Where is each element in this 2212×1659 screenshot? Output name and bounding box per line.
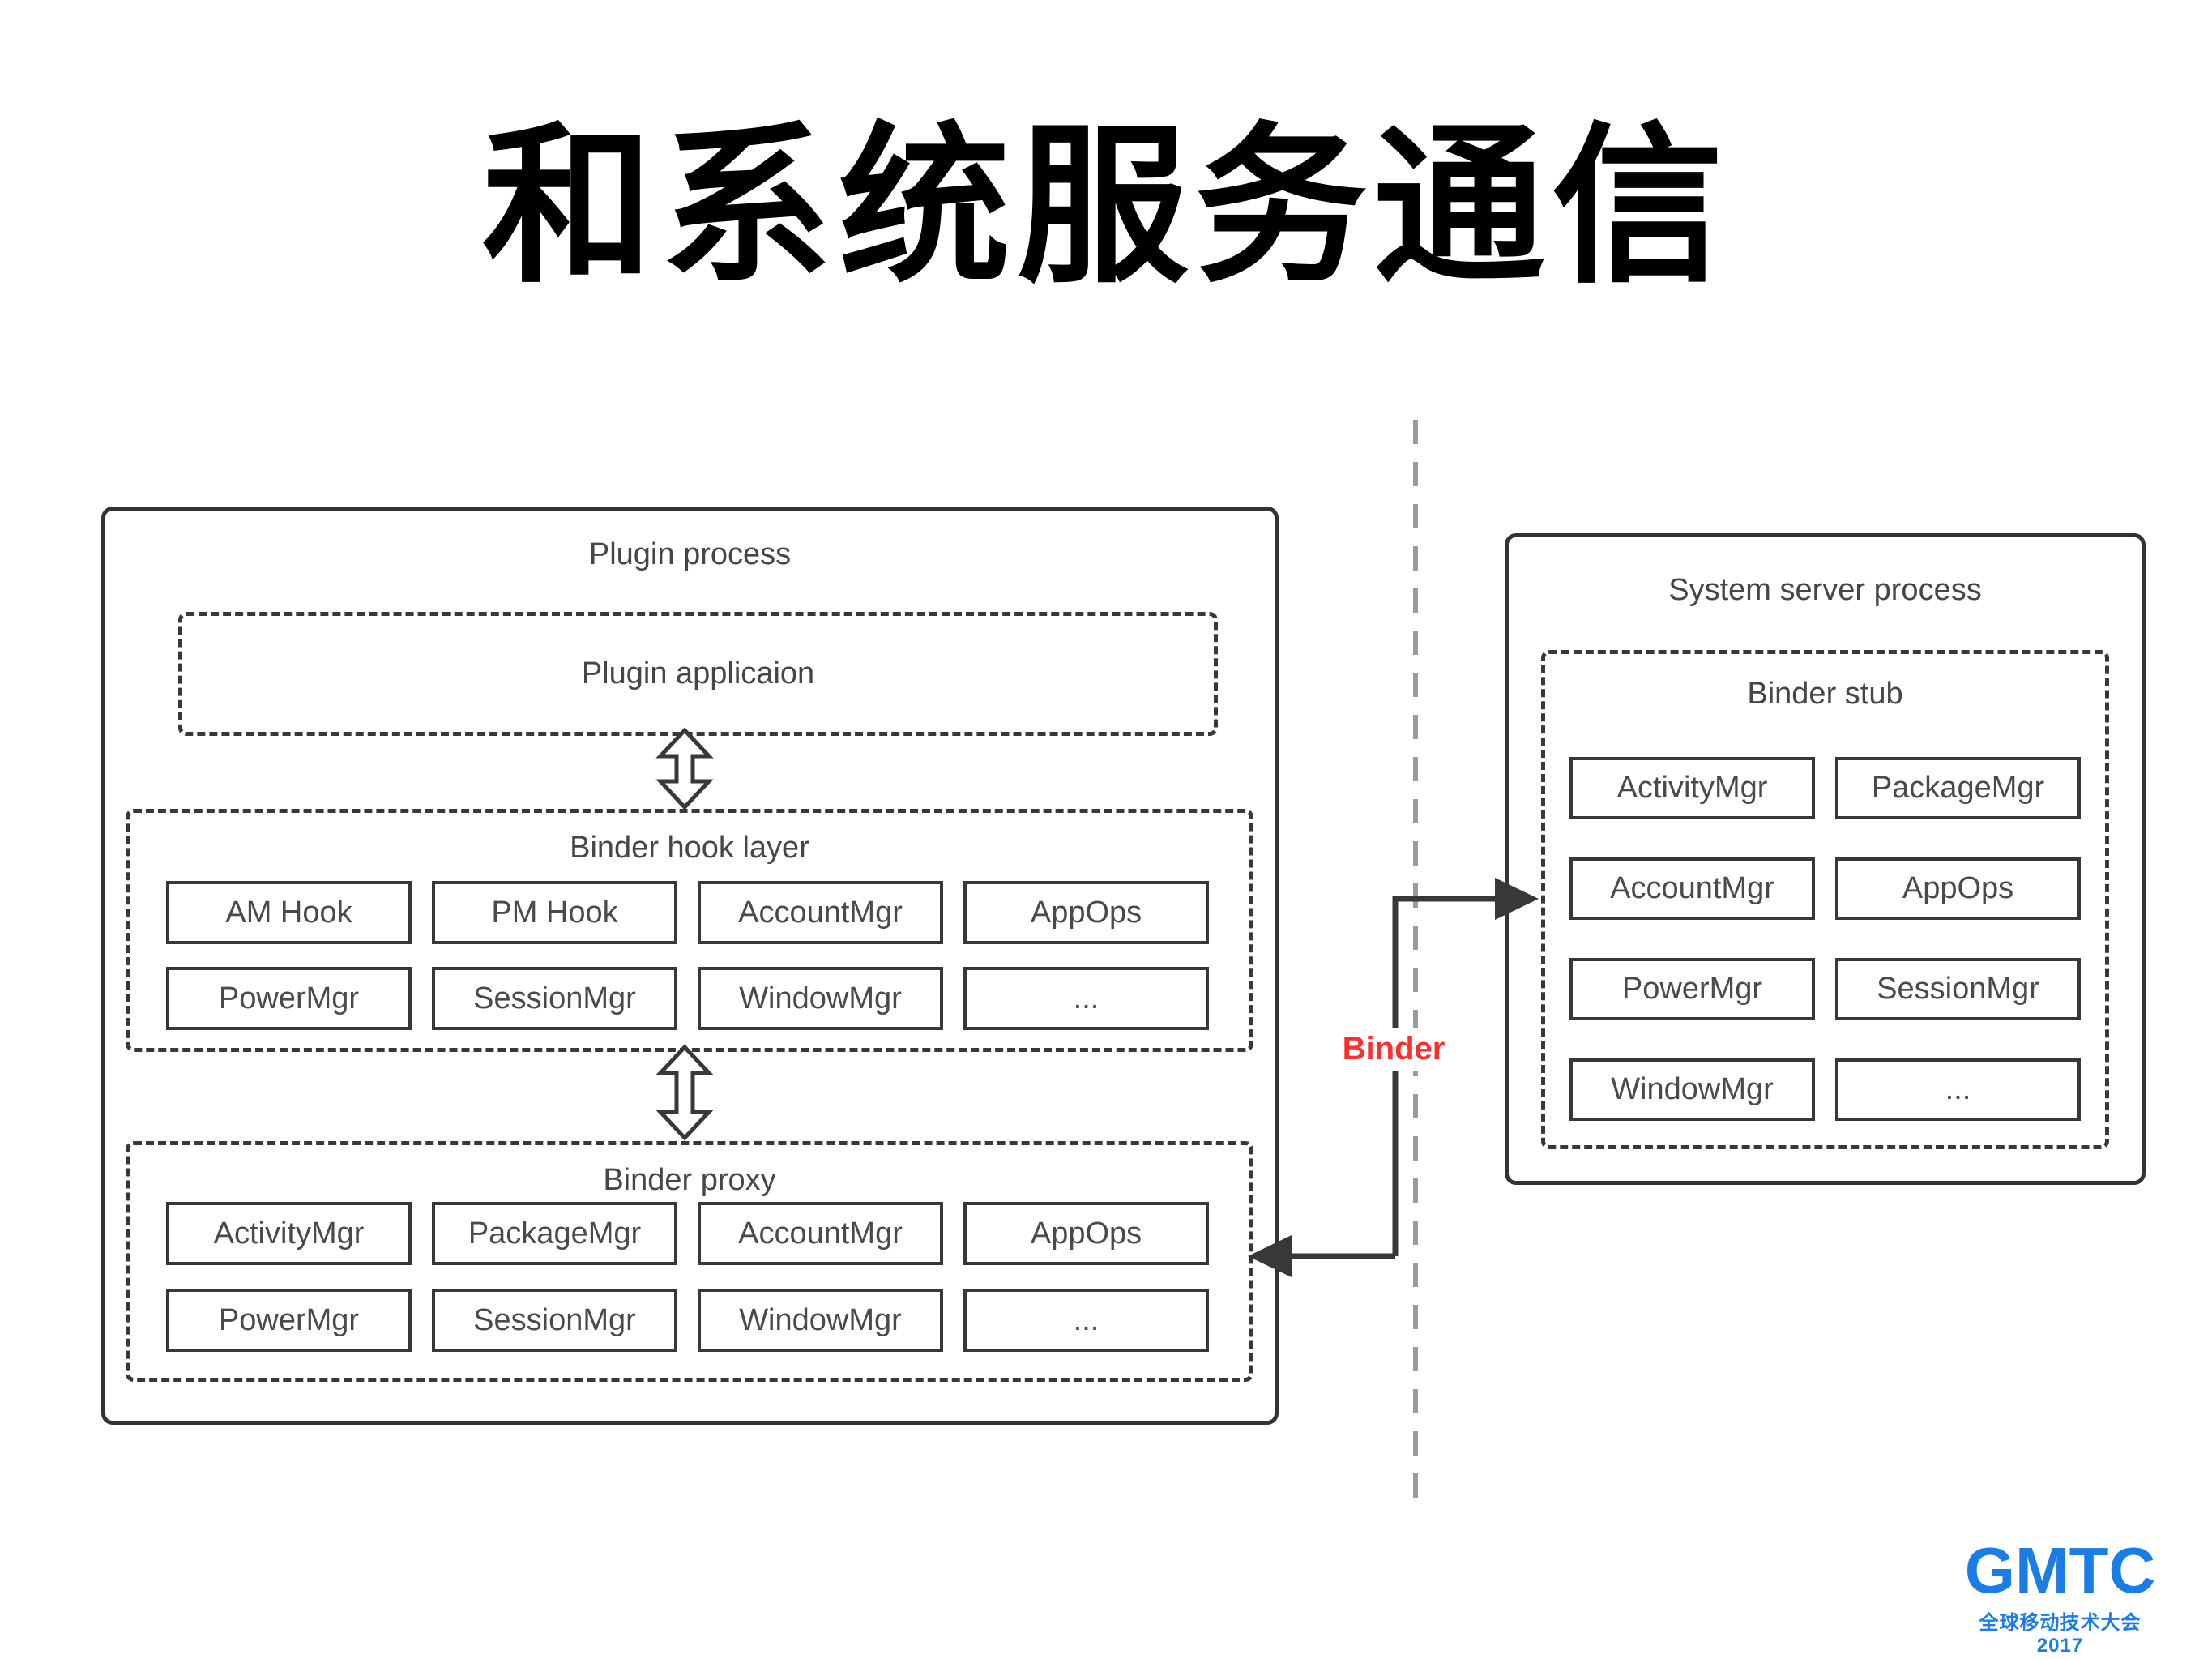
stub-item: PowerMgr — [1569, 958, 1815, 1020]
proxy-item: ... — [963, 1289, 1209, 1352]
gmtc-logo: GMTC 全球移动技术大会2017 — [1957, 1538, 2163, 1657]
binder-stub-box: Binder stub ActivityMgr PackageMgr Accou… — [1541, 650, 2109, 1149]
stub-item: SessionMgr — [1835, 958, 2081, 1020]
proxy-item: AccountMgr — [698, 1202, 943, 1265]
stub-item: ... — [1835, 1058, 2081, 1121]
plugin-process-label: Plugin process — [588, 537, 792, 571]
gmtc-logo-text: GMTC — [1964, 1534, 2156, 1606]
binder-hook-layer-grid: AM Hook PM Hook AccountMgr AppOps PowerM… — [166, 881, 1209, 1030]
proxy-item: PackageMgr — [432, 1202, 677, 1265]
system-server-process-label: System server process — [1668, 573, 1982, 607]
plugin-application-box: Plugin applicaion — [178, 612, 1218, 736]
binder-proxy-label: Binder proxy — [603, 1163, 776, 1197]
binder-connector-line — [1392, 896, 1499, 1256]
proxy-item: SessionMgr — [432, 1289, 677, 1352]
hook-item: SessionMgr — [432, 967, 677, 1030]
binder-proxy-grid: ActivityMgr PackageMgr AccountMgr AppOps… — [166, 1202, 1209, 1352]
proxy-item: AppOps — [963, 1202, 1209, 1265]
binder-stub-label: Binder stub — [1747, 677, 1903, 711]
binder-proxy-box: Binder proxy ActivityMgr PackageMgr Acco… — [126, 1141, 1253, 1382]
proxy-item: WindowMgr — [698, 1289, 943, 1352]
binder-hook-layer-label: Binder hook layer — [570, 831, 809, 865]
hook-item: AppOps — [963, 881, 1209, 944]
stub-item: ActivityMgr — [1569, 757, 1815, 819]
gmtc-logo-tagline: 全球移动技术大会2017 — [1979, 1612, 2142, 1657]
hook-item: PowerMgr — [166, 967, 412, 1030]
hook-item: AM Hook — [166, 881, 412, 944]
proxy-item: ActivityMgr — [166, 1202, 412, 1265]
binder-label: Binder — [1333, 1028, 1454, 1071]
slide-title: 和系统服务通信 — [482, 110, 1730, 302]
hook-item: AccountMgr — [698, 881, 943, 944]
hook-item: ... — [963, 967, 1209, 1030]
plugin-application-label: Plugin applicaion — [581, 656, 815, 691]
binder-stub-grid: ActivityMgr PackageMgr AccountMgr AppOps… — [1569, 757, 2081, 1121]
proxy-item: PowerMgr — [166, 1289, 412, 1352]
binder-hook-layer-box: Binder hook layer AM Hook PM Hook Accoun… — [126, 809, 1253, 1052]
hook-item: PM Hook — [432, 881, 677, 944]
hook-item: WindowMgr — [698, 967, 943, 1030]
stub-item: PackageMgr — [1835, 757, 2081, 819]
stub-item: AppOps — [1835, 857, 2081, 920]
stub-item: AccountMgr — [1569, 857, 1815, 920]
stub-item: WindowMgr — [1569, 1058, 1815, 1121]
